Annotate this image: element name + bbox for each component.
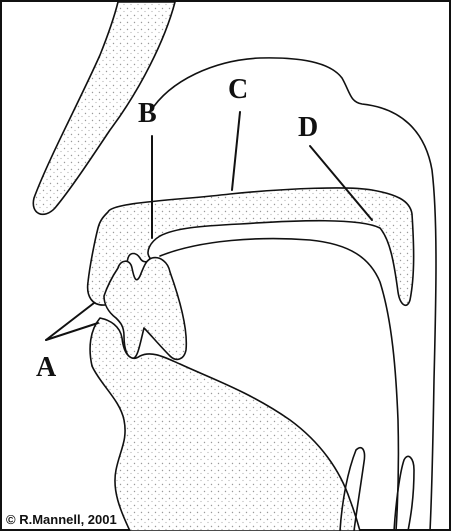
label-c: C [228,74,248,105]
copyright-notice: © R.Mannell, 2001 [6,512,117,527]
pointer-a-upper [46,303,94,340]
label-d: D [298,112,318,143]
label-a: A [36,352,57,383]
label-b: B [138,98,157,129]
pointer-a-lower [46,323,98,340]
pointer-c [232,112,240,190]
